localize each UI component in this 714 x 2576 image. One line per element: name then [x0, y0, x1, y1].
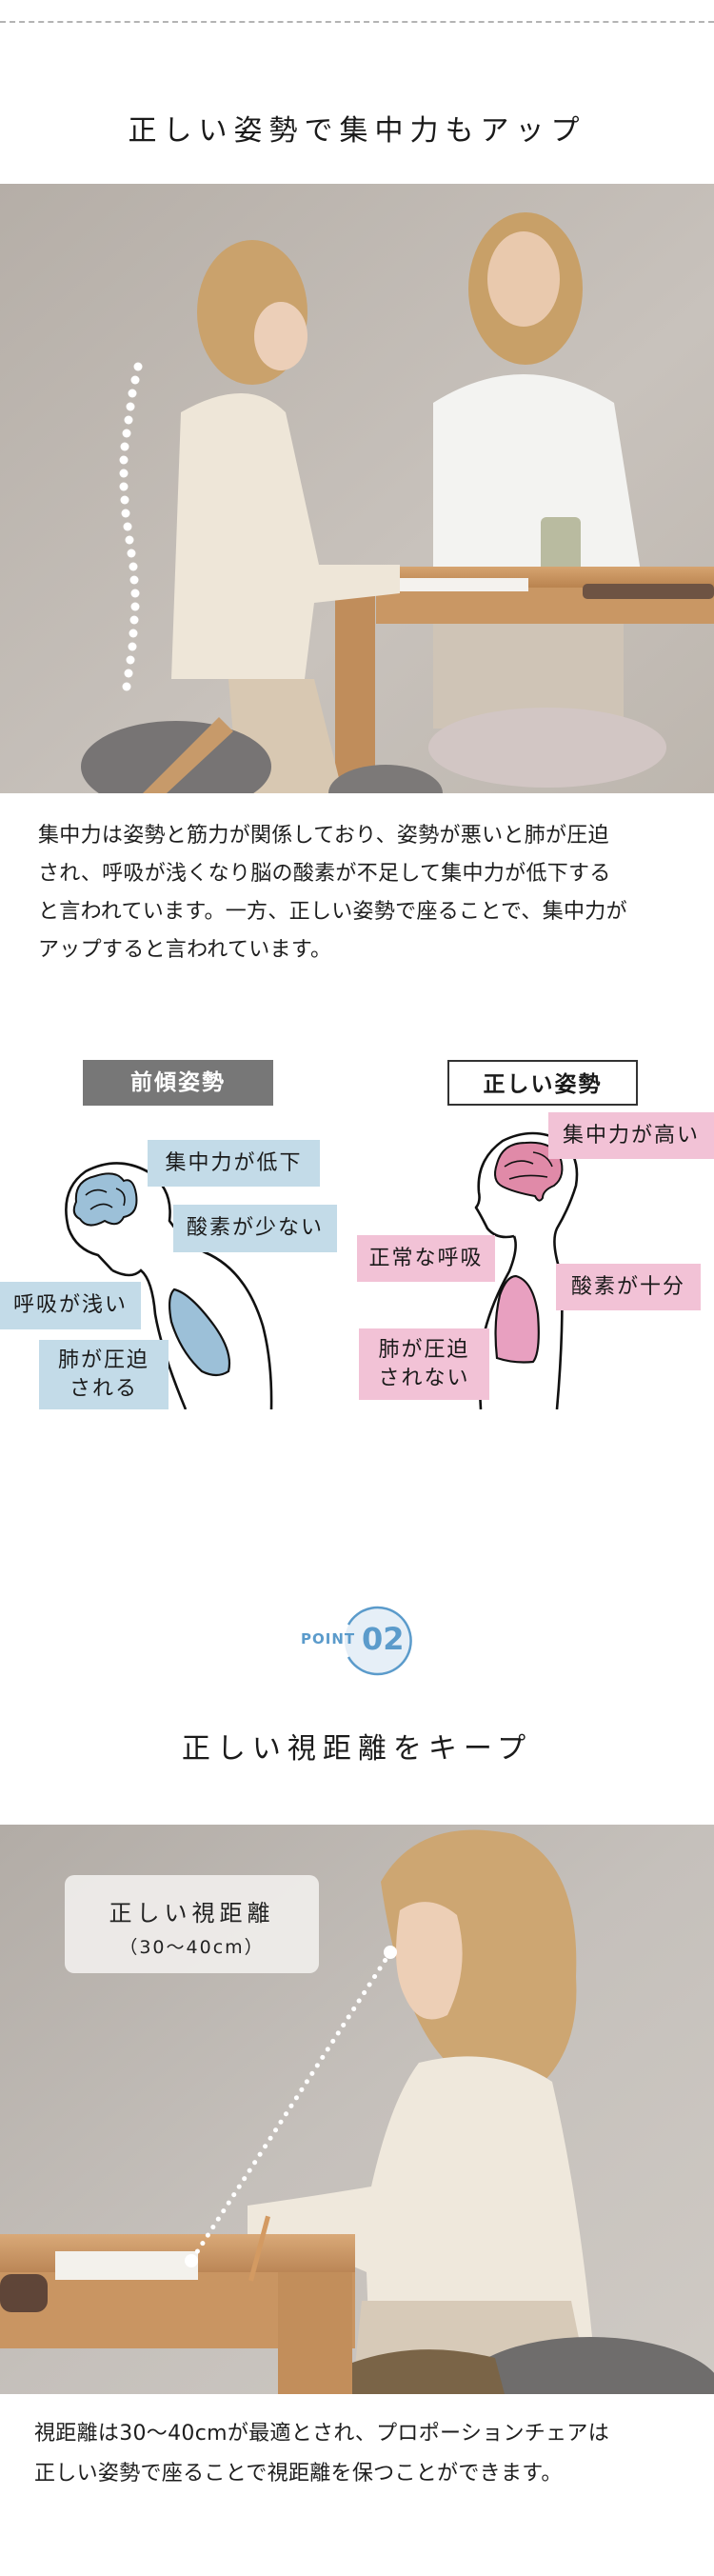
tag-text-line1: 肺が圧迫 — [378, 1337, 470, 1362]
paragraph-line: 正しい姿勢で座ることで視距離を保つことができます。 — [34, 2462, 563, 2486]
top-divider — [0, 21, 714, 23]
section-title-viewing-distance: 正しい視距離をキープ — [181, 1732, 533, 1766]
slouched-figure-icon — [65, 1162, 273, 1409]
point-label: POINT — [301, 1630, 356, 1647]
distance-title: 正しい視距離 — [109, 1900, 275, 1927]
point-badge-circle-icon — [345, 1606, 412, 1676]
heading-forward-posture: 前傾姿勢 — [83, 1060, 273, 1106]
tag-concentration-low: 集中力が低下 — [148, 1140, 320, 1187]
point-number: 02 — [362, 1621, 405, 1657]
tag-oxygen-sufficient: 酸素が十分 — [556, 1264, 701, 1310]
photo-posture-concentration — [0, 184, 714, 793]
posture-comparison-illustration — [65, 1131, 579, 1409]
distance-value: （30〜40cm） — [119, 1937, 265, 1958]
paragraph-line: アップすると言われています。 — [38, 938, 332, 962]
tag-text-line1: 肺が圧迫 — [57, 1348, 149, 1372]
tag-normal-breathing: 正常な呼吸 — [357, 1235, 495, 1282]
paragraph-line: され、呼吸が浅くなり脳の酸素が不足して集中力が低下する — [38, 862, 611, 886]
tag-oxygen-low: 酸素が少ない — [173, 1205, 337, 1252]
lung-compressed-icon — [168, 1288, 231, 1377]
tag-breathing-shallow: 呼吸が浅い — [0, 1282, 141, 1329]
viewing-distance-description: 視距離は30〜40cmが最適とされ、プロポーションチェアは 正しい姿勢で座ること… — [34, 2414, 701, 2494]
concentration-description: 集中力は姿勢と筋力が関係しており、姿勢が悪いと肺が圧迫 され、呼吸が浅くなり脳の… — [38, 817, 685, 969]
tag-text-line2: される — [69, 1376, 138, 1401]
tag-concentration-high: 集中力が高い — [548, 1112, 714, 1159]
tag-text-line2: されない — [378, 1366, 470, 1390]
tag-lungs-not-compressed: 肺が圧迫 されない — [359, 1328, 489, 1400]
paragraph-line: 集中力は姿勢と筋力が関係しており、姿勢が悪いと肺が圧迫 — [38, 824, 609, 848]
paragraph-line: と言われています。一方、正しい姿勢で座ることで、集中力が — [38, 900, 627, 924]
brain-blue-icon — [72, 1172, 138, 1227]
section-title-concentration: 正しい姿勢で集中力もアップ — [128, 114, 586, 148]
posture-dotted-line — [119, 362, 143, 691]
eye-point-icon — [384, 1946, 397, 1959]
paragraph-line: 視距離は30〜40cmが最適とされ、プロポーションチェアは — [34, 2422, 609, 2446]
viewing-distance-dotted-line — [188, 1949, 393, 2264]
heading-correct-posture: 正しい姿勢 — [447, 1060, 638, 1106]
upright-figure-icon — [474, 1131, 579, 1409]
paper-point-icon — [185, 2254, 198, 2267]
tag-lungs-compressed: 肺が圧迫 される — [39, 1340, 169, 1409]
lung-healthy-icon — [494, 1274, 540, 1364]
tag-text: 呼吸が浅い — [12, 1293, 128, 1317]
viewing-distance-label: 正しい視距離 （30〜40cm） — [65, 1875, 319, 1973]
